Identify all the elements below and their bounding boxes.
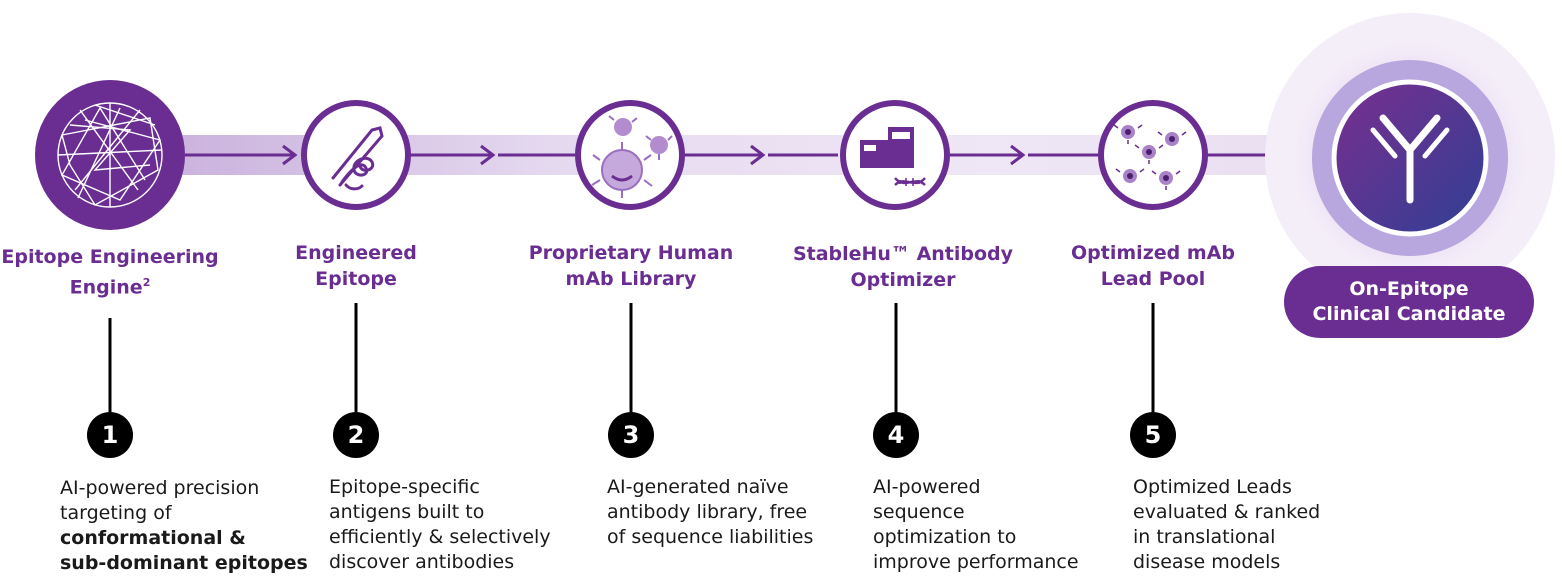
- step-4-title-line2: Optimizer: [850, 269, 956, 291]
- step-5-title-line2: Lead Pool: [1100, 268, 1206, 290]
- step-4-desc-line4: improve performance: [873, 551, 1079, 573]
- step-4-title: StableHu™ Antibody Optimizer: [785, 241, 1021, 293]
- arrow-1: [185, 144, 298, 166]
- step-2-title: Engineered Epitope: [256, 240, 456, 292]
- step-2-circle: [301, 100, 411, 210]
- step-5-badge: 5: [1130, 412, 1176, 458]
- cells-icon: [591, 115, 673, 198]
- step-4-badge: 4: [873, 412, 919, 458]
- step-4-desc: AI-powered sequence optimization to impr…: [873, 475, 1079, 575]
- final-candidate-pill: On-Epitope Clinical Candidate: [1284, 266, 1534, 338]
- step-1-title-line1: Epitope Engineering: [1, 246, 219, 268]
- step-1-desc-line2: targeting of: [60, 502, 172, 524]
- step-3-desc-line2: antibody library, free: [607, 501, 808, 523]
- step-4-desc-line3: optimization to: [873, 526, 1017, 548]
- step-5-desc-line2: evaluated & ranked: [1133, 501, 1321, 523]
- step-5-title: Optimized mAb Lead Pool: [1053, 240, 1253, 292]
- step-1-title: Epitope Engineering Engine2: [0, 244, 220, 300]
- step-1-desc-line4: sub-dominant epitopes: [60, 551, 308, 576]
- lead-cells-icon: [1113, 124, 1187, 190]
- step-1-badge: 1: [87, 412, 133, 458]
- step-3-desc: AI-generated naïve antibody library, fre…: [607, 475, 813, 550]
- step-2-desc-line2: antigens built to: [329, 501, 485, 523]
- step-3-title-line2: mAb Library: [565, 268, 697, 290]
- step-2-badge: 2: [333, 412, 379, 458]
- arrow-2: [410, 144, 496, 166]
- step-3-desc-line1: AI-generated naïve: [607, 476, 789, 498]
- lab-dna-icon: [860, 127, 926, 186]
- step-3-desc-line3: of sequence liabilities: [607, 526, 814, 548]
- step-3-title: Proprietary Human mAb Library: [516, 240, 746, 292]
- step-4-desc-line2: sequence: [873, 501, 965, 523]
- step-1-title-line2-text: Engine: [69, 276, 143, 299]
- step-2-title-line2: Epitope: [315, 268, 397, 290]
- step-1-title-sup: 2: [142, 276, 151, 289]
- step-1-desc-bold1: conformational &: [60, 527, 246, 549]
- step-4-desc-line1: AI-powered: [873, 476, 981, 498]
- step-1-title-line2: Engine2: [0, 270, 220, 300]
- final-line2: Clinical Candidate: [1312, 303, 1506, 325]
- step-1-desc: AI-powered precision targeting of confor…: [60, 476, 308, 576]
- protein-ribbon-icon: [331, 126, 384, 191]
- arrow-6: [948, 144, 1026, 166]
- step-3-badge: 3: [608, 412, 654, 458]
- network-sphere-icon: [57, 102, 163, 208]
- step-4-title-line1: StableHu™ Antibody: [792, 243, 1014, 265]
- flow-arrows: [185, 144, 1306, 166]
- connector-lines: [108, 303, 1155, 412]
- step-5-title-line1: Optimized mAb: [1071, 242, 1235, 264]
- step-1-desc-line1: AI-powered precision: [60, 477, 260, 499]
- step-1-desc-line3: conformational &: [60, 526, 308, 551]
- step-2-desc: Epitope-specific antigens built to effic…: [329, 475, 551, 575]
- step-2-title-line1: Engineered: [295, 242, 417, 264]
- step-3-title-line1: Proprietary Human: [528, 242, 734, 264]
- step-1-desc-bold2: sub-dominant epitopes: [60, 552, 308, 574]
- step-2-desc-line3: efficiently & selectively: [329, 526, 551, 548]
- step-2-desc-line4: discover antibodies: [329, 551, 515, 573]
- arrow-4: [683, 144, 766, 166]
- step-2-desc-line1: Epitope-specific: [329, 476, 480, 498]
- final-line1: On-Epitope: [1349, 278, 1469, 300]
- step-5-desc-line3: in translational: [1133, 526, 1276, 548]
- step-5-desc-line4: disease models: [1133, 551, 1281, 573]
- step-5-desc: Optimized Leads evaluated & ranked in tr…: [1133, 475, 1320, 575]
- antibody-icon: [1370, 114, 1450, 204]
- step-5-desc-line1: Optimized Leads: [1133, 476, 1292, 498]
